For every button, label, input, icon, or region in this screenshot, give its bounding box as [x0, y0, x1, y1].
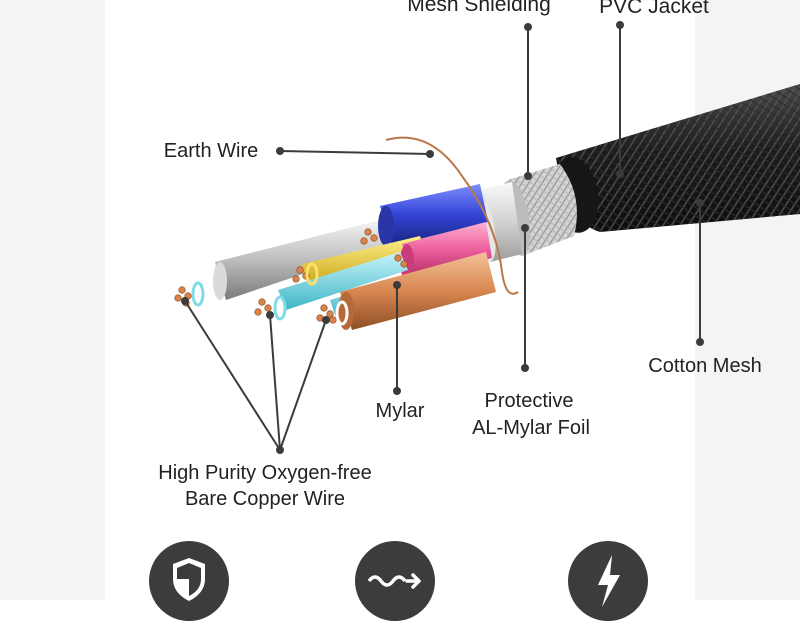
lightning-bolt-icon [598, 555, 620, 607]
cable-diagram: Mesh Shielding PVC Jacket Earth Wire Cot… [158, 0, 800, 510]
label-mylar: Mylar [376, 400, 425, 422]
label-protective-line1: Protective [485, 390, 574, 412]
label-earth-wire: Earth Wire [164, 140, 258, 162]
leader-lines [181, 21, 704, 454]
silver-tube [215, 220, 392, 300]
inner-conductors [174, 184, 496, 330]
badge-power [568, 541, 648, 621]
signal-wave-arrow-icon [367, 573, 421, 589]
earth-wire-strand [385, 136, 519, 295]
label-mesh-shielding: Mesh Shielding [407, 0, 551, 16]
label-protective-line2: AL-Mylar Foil [472, 417, 590, 439]
cyan-tube [278, 252, 408, 310]
label-pvc-jacket: PVC Jacket [599, 0, 709, 18]
cable-jacket [551, 84, 800, 233]
pink-pair [402, 222, 492, 280]
label-cotton-mesh: Cotton Mesh [648, 355, 761, 377]
badge-shield [149, 541, 229, 621]
label-copper-line1: High Purity Oxygen-free [158, 462, 371, 484]
mylar-tube [340, 252, 496, 330]
badge-signal [355, 541, 435, 621]
blue-pair [380, 184, 488, 246]
left-background-band [0, 0, 105, 600]
shield-icon [173, 558, 205, 601]
label-copper-line2: Bare Copper Wire [185, 488, 345, 510]
